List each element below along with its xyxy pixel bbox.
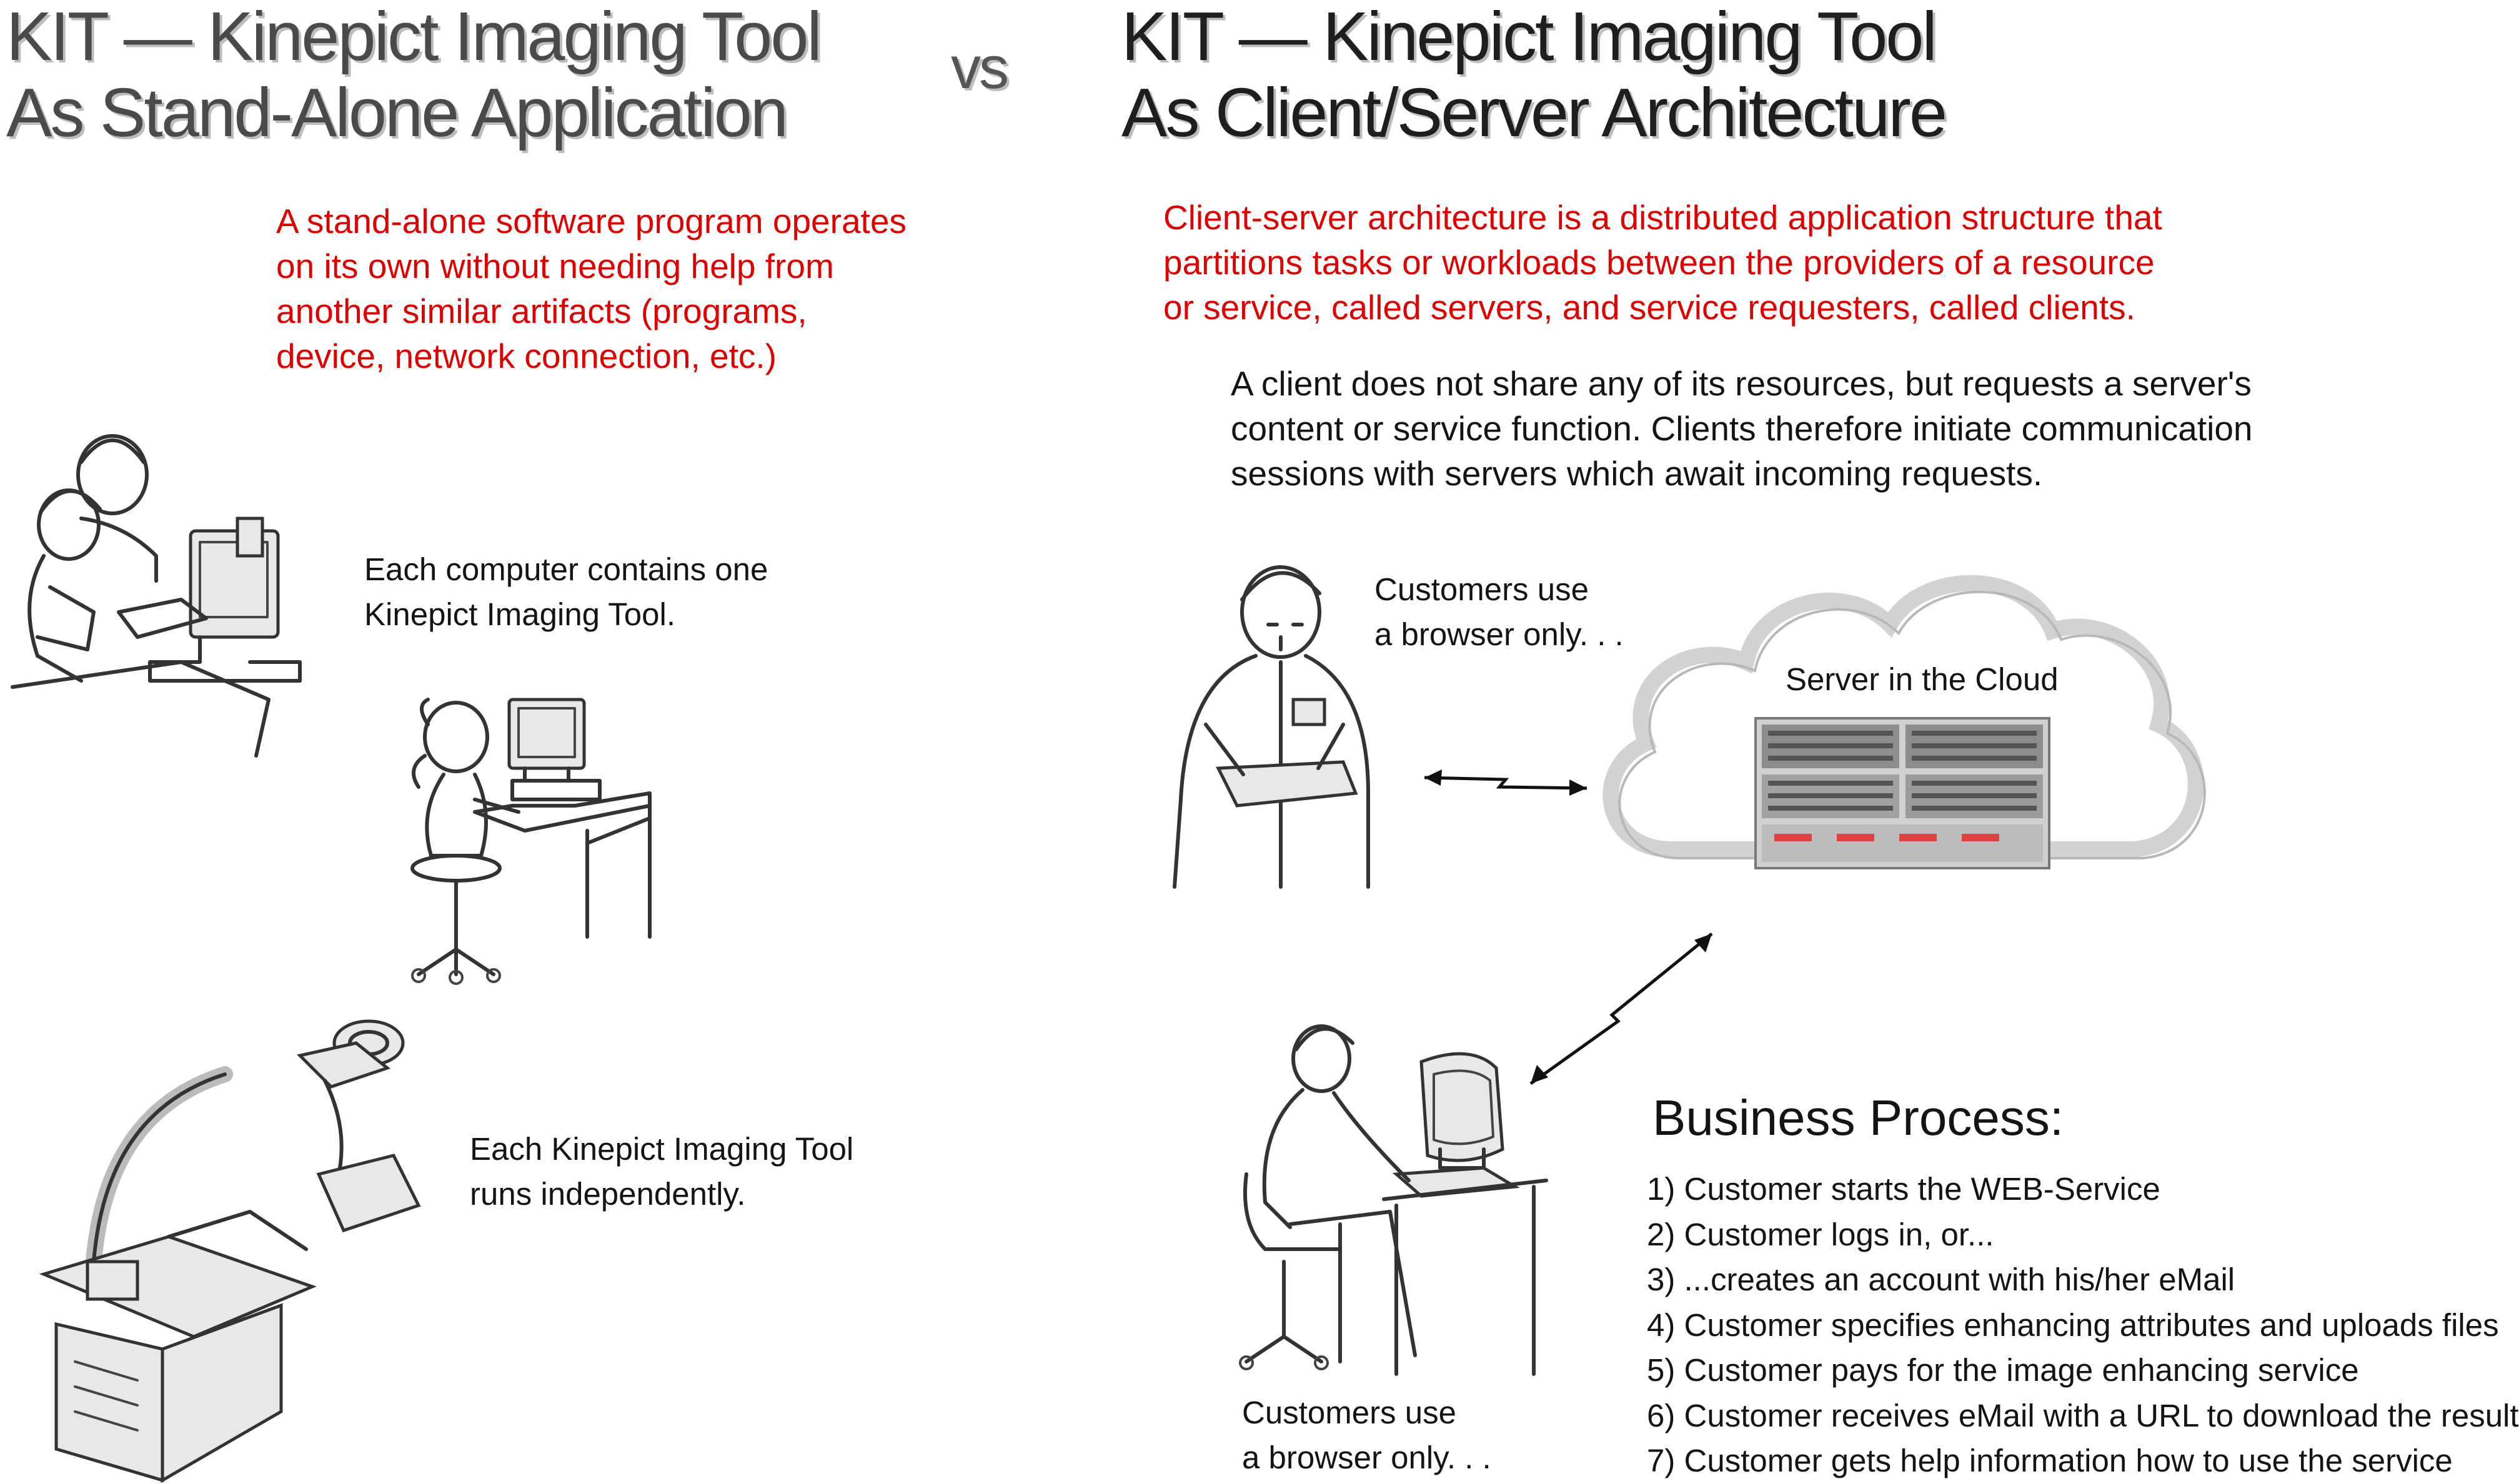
double-arrow-icon bbox=[1424, 769, 1587, 796]
server-rack-icon bbox=[1754, 717, 2050, 869]
right-title-line-1: KIT — Kinepict Imaging Tool bbox=[1121, 0, 1937, 75]
right-title-line-2: As Client/Server Architecture bbox=[1121, 74, 1947, 151]
definition-line: device, network connection, etc.) bbox=[276, 337, 777, 375]
definition-line: or service, called servers, and service … bbox=[1163, 288, 2135, 327]
c-arm-xray-illustration bbox=[39, 1019, 421, 1483]
client2-caption: Customers use a browser only. . . bbox=[1242, 1390, 1491, 1480]
caption-line: Each Kinepict Imaging Tool bbox=[470, 1131, 854, 1167]
caption-line: Each computer contains one bbox=[364, 552, 768, 587]
caption-line: runs independently. bbox=[470, 1176, 746, 1212]
caption-line: a browser only. . . bbox=[1374, 616, 1624, 652]
caption-line: Customers use bbox=[1242, 1395, 1456, 1430]
definition-line: A stand-alone software program operates bbox=[276, 202, 907, 240]
definition-line: Client-server architecture is a distribu… bbox=[1163, 198, 2162, 237]
list-item: 7) Customer gets help information how to… bbox=[1647, 1443, 2453, 1478]
vs-label: vs bbox=[951, 34, 1009, 101]
client1-caption: Customers use a browser only. . . bbox=[1374, 567, 1624, 657]
left-title-line-1: KIT — Kinepict Imaging Tool bbox=[6, 0, 822, 75]
explanation-line: content or service function. Clients the… bbox=[1231, 409, 2253, 448]
workstation-illustration bbox=[11, 434, 302, 758]
list-item: 1) Customer starts the WEB-Service bbox=[1647, 1171, 2160, 1207]
left-title: KIT — Kinepict Imaging Tool As Stand-Alo… bbox=[6, 0, 822, 151]
list-item: 2) Customer logs in, or... bbox=[1647, 1216, 1994, 1252]
client-server-definition: Client-server architecture is a distribu… bbox=[1163, 195, 2162, 330]
standalone-definition: A stand-alone software program operates … bbox=[276, 199, 907, 378]
left-title-line-2: As Stand-Alone Application bbox=[6, 74, 788, 151]
list-item: 3) ...creates an account with his/her eM… bbox=[1647, 1262, 2235, 1297]
definition-line: another similar artifacts (programs, bbox=[276, 292, 807, 330]
right-title: KIT — Kinepict Imaging Tool As Client/Se… bbox=[1121, 0, 1947, 151]
double-arrow-icon bbox=[1529, 932, 1713, 1086]
list-item: 4) Customer specifies enhancing attribut… bbox=[1647, 1307, 2499, 1343]
explanation-line: sessions with servers which await incomi… bbox=[1231, 454, 2043, 493]
client-server-explanation: A client does not share any of its resou… bbox=[1231, 361, 2253, 496]
caption-runs-independently: Each Kinepict Imaging Tool runs independ… bbox=[470, 1127, 853, 1217]
doctor-with-tablet-illustration bbox=[1173, 565, 1370, 889]
man-at-computer-illustration bbox=[1239, 1024, 1548, 1376]
list-item: 6) Customer receives eMail with a URL to… bbox=[1647, 1397, 2519, 1433]
business-process-list: 1) Customer starts the WEB-Service 2) Cu… bbox=[1647, 1167, 2519, 1484]
caption-line: Kinepict Imaging Tool. bbox=[364, 596, 676, 632]
business-process-title: Business Process: bbox=[1652, 1090, 2064, 1145]
caption-line: Customers use bbox=[1374, 571, 1589, 607]
caption-each-computer: Each computer contains one Kinepict Imag… bbox=[364, 547, 768, 637]
child-at-computer-illustration bbox=[410, 698, 652, 985]
list-item: 5) Customer pays for the image enhancing… bbox=[1647, 1352, 2359, 1388]
cloud-label: Server in the Cloud bbox=[1786, 661, 2059, 697]
definition-line: on its own without needing help from bbox=[276, 247, 834, 285]
explanation-line: A client does not share any of its resou… bbox=[1231, 364, 2252, 403]
definition-line: partitions tasks or workloads between th… bbox=[1163, 243, 2155, 282]
caption-line: a browser only. . . bbox=[1242, 1440, 1491, 1475]
